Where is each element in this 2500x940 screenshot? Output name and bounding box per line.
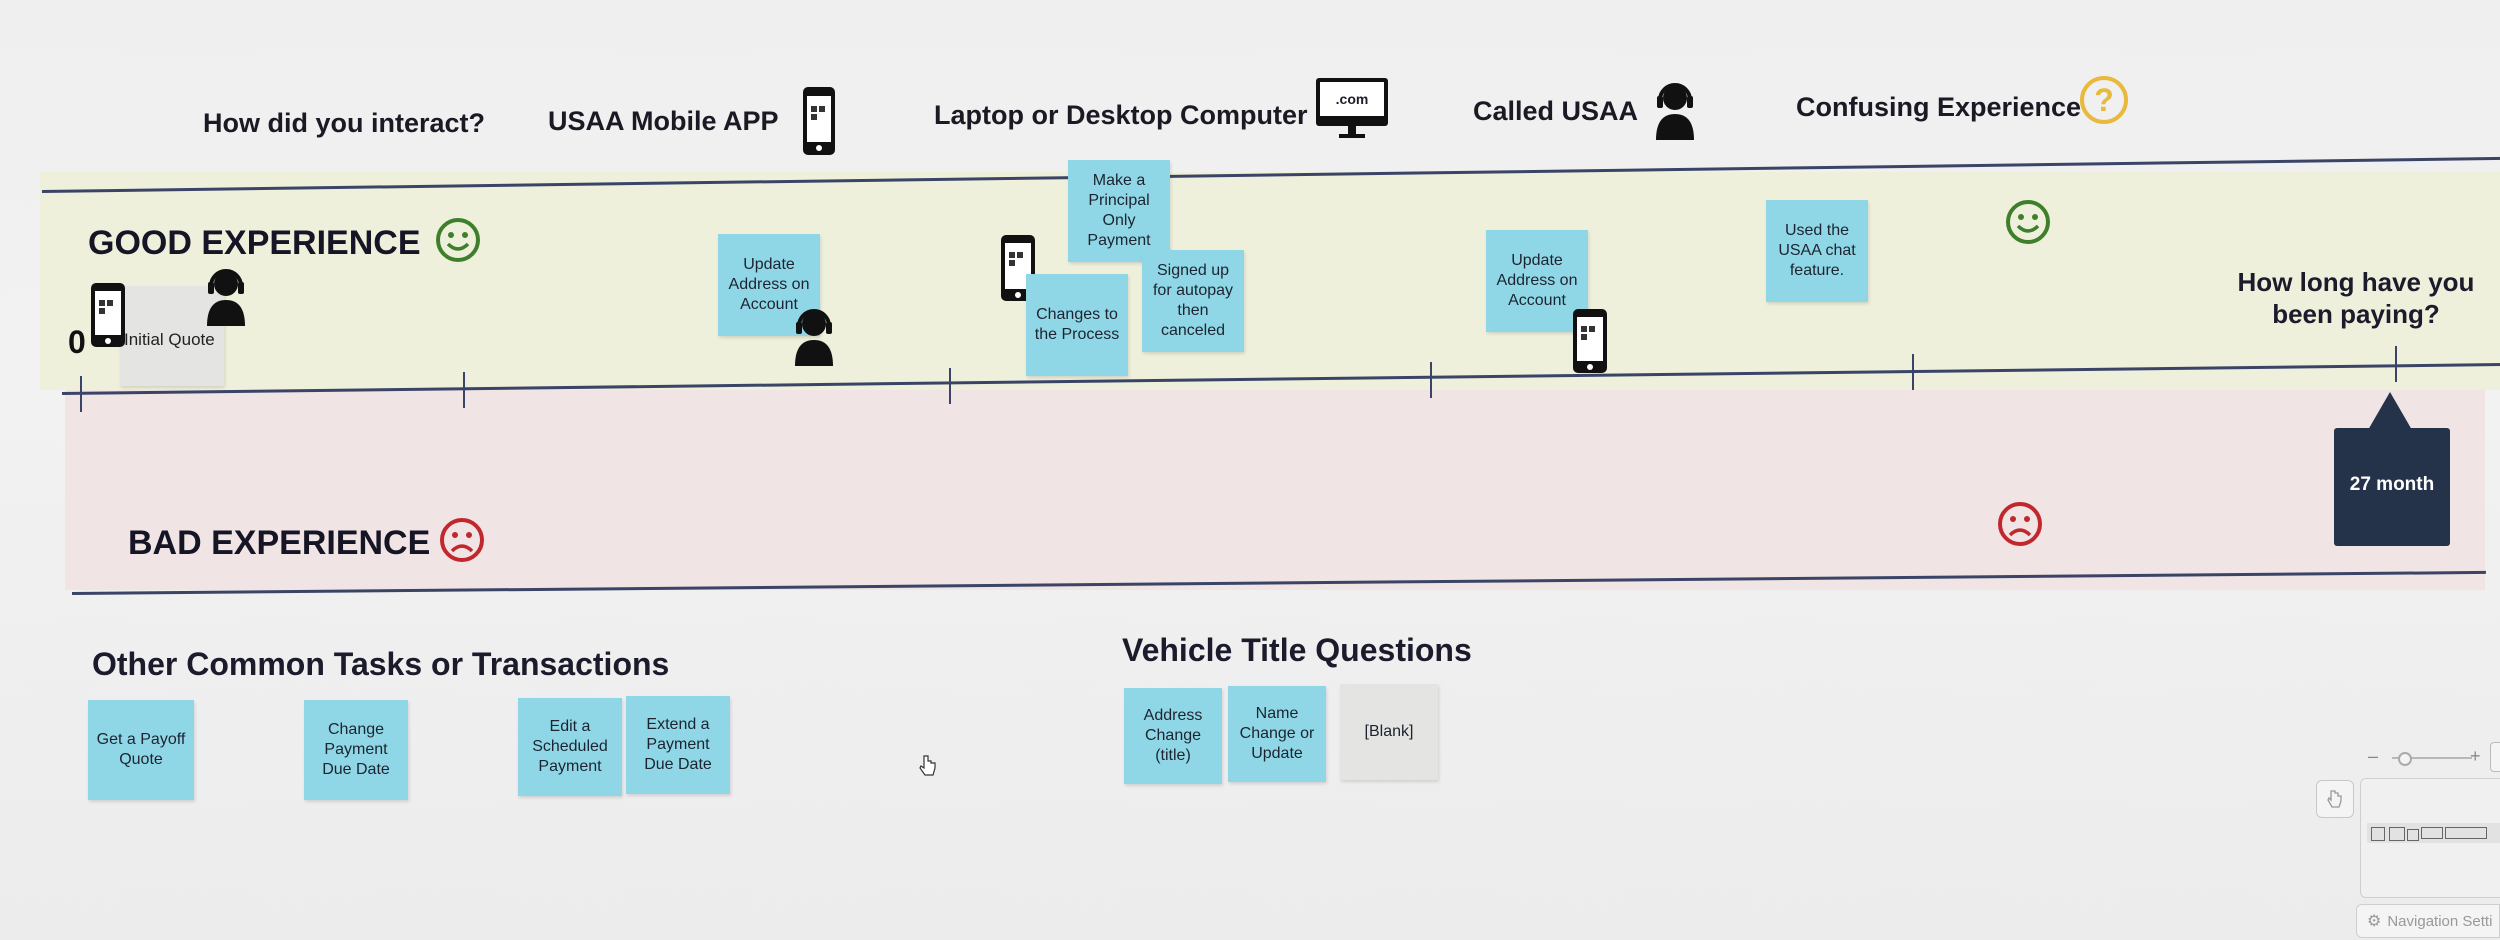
mobile-phone-icon — [91, 283, 125, 347]
navigation-settings-label: Navigation Setti — [2387, 912, 2493, 930]
minimap-thumb — [2371, 827, 2385, 841]
hand-icon — [2327, 790, 2342, 808]
initial-quote-label: Initial Quote — [124, 330, 215, 349]
extend-due-date-note[interactable]: Extend a Payment Due Date — [626, 696, 730, 794]
change-due-date-note[interactable]: Change Payment Due Date — [304, 700, 408, 800]
headset-person-icon — [1656, 83, 1694, 140]
smiley-face-icon — [2006, 200, 2050, 244]
legend-computer-label: Laptop or Desktop Computer — [934, 100, 1308, 130]
good-experience-label: GOOD EXPERIENCE — [88, 224, 421, 262]
timeline-tick — [2395, 346, 2397, 382]
edit-scheduled-payment-note[interactable]: Edit a Scheduled Payment — [518, 698, 622, 796]
legend-mobile-label: USAA Mobile APP — [548, 106, 779, 136]
payoff-quote-note[interactable]: Get a Payoff Quote — [88, 700, 194, 800]
headset-person-icon — [207, 269, 245, 326]
smiley-face-icon — [436, 218, 480, 262]
autopay-canceled-note[interactable]: Signed up for autopay then canceled — [1142, 250, 1244, 352]
legend-called-label: Called USAA — [1473, 96, 1639, 126]
hand-cursor-icon — [919, 755, 936, 776]
duration-marker[interactable]: 27 month — [2334, 392, 2450, 546]
duration-marker-label: 27 month — [2349, 474, 2435, 495]
blank-note[interactable]: [Blank] — [1340, 684, 1438, 780]
address-change-note[interactable]: Address Change (title) — [1124, 688, 1222, 784]
mobile-phone-icon — [1573, 309, 1607, 373]
legend-confusing-label: Confusing Experience — [1796, 92, 2082, 122]
pan-hand-button[interactable] — [2316, 780, 2354, 818]
computer-screen-text: .com — [1320, 82, 1384, 116]
update-address-note[interactable]: Update Address on Account — [1486, 230, 1588, 332]
timeline-tick — [80, 376, 82, 412]
zoom-slider-handle[interactable] — [2398, 752, 2412, 766]
panel-edge — [2490, 742, 2500, 772]
timeline-tick — [949, 368, 951, 404]
sad-face-icon — [440, 518, 484, 562]
timeline-tick — [1430, 362, 1432, 398]
minimap-thumb — [2407, 829, 2419, 841]
timeline-start-value: 0 — [68, 324, 86, 360]
good-experience-band — [40, 172, 2500, 390]
zoom-slider[interactable] — [2392, 752, 2472, 766]
gear-icon: ⚙ — [2367, 913, 2382, 930]
zoom-out-button[interactable]: – — [2368, 746, 2379, 766]
chat-feature-note[interactable]: Used the USAA chat feature. — [1766, 200, 1868, 302]
minimap-thumb — [2421, 827, 2443, 839]
question-mark-icon: ? — [2080, 76, 2128, 124]
vehicle-title-heading: Vehicle Title Questions — [1122, 632, 1472, 668]
minimap-thumb — [2445, 827, 2487, 839]
initial-quote-note[interactable] — [120, 286, 224, 386]
timeline-tick — [463, 372, 465, 408]
desktop-computer-icon: .com — [1316, 78, 1388, 140]
duration-question: How long have you been paying? — [2237, 267, 2475, 329]
sad-face-icon — [1998, 502, 2042, 546]
interaction-question: How did you interact? — [203, 108, 486, 138]
bad-experience-band — [65, 390, 2485, 590]
changes-process-note[interactable]: Changes to the Process — [1026, 274, 1128, 376]
mobile-phone-icon — [803, 87, 835, 155]
minimap-thumb — [2389, 827, 2405, 841]
principal-payment-note[interactable]: Make a Principal Only Payment — [1068, 160, 1170, 262]
minimap[interactable] — [2360, 778, 2500, 898]
bad-experience-label: BAD EXPERIENCE — [128, 524, 431, 562]
headset-person-icon — [795, 309, 833, 366]
name-change-note[interactable]: Name Change or Update — [1228, 686, 1326, 782]
timeline-tick — [1912, 354, 1914, 390]
zoom-in-button[interactable]: + — [2470, 746, 2481, 766]
navigation-settings-button[interactable]: ⚙ Navigation Setti — [2356, 904, 2500, 938]
other-tasks-title: Other Common Tasks or Transactions — [92, 646, 670, 682]
